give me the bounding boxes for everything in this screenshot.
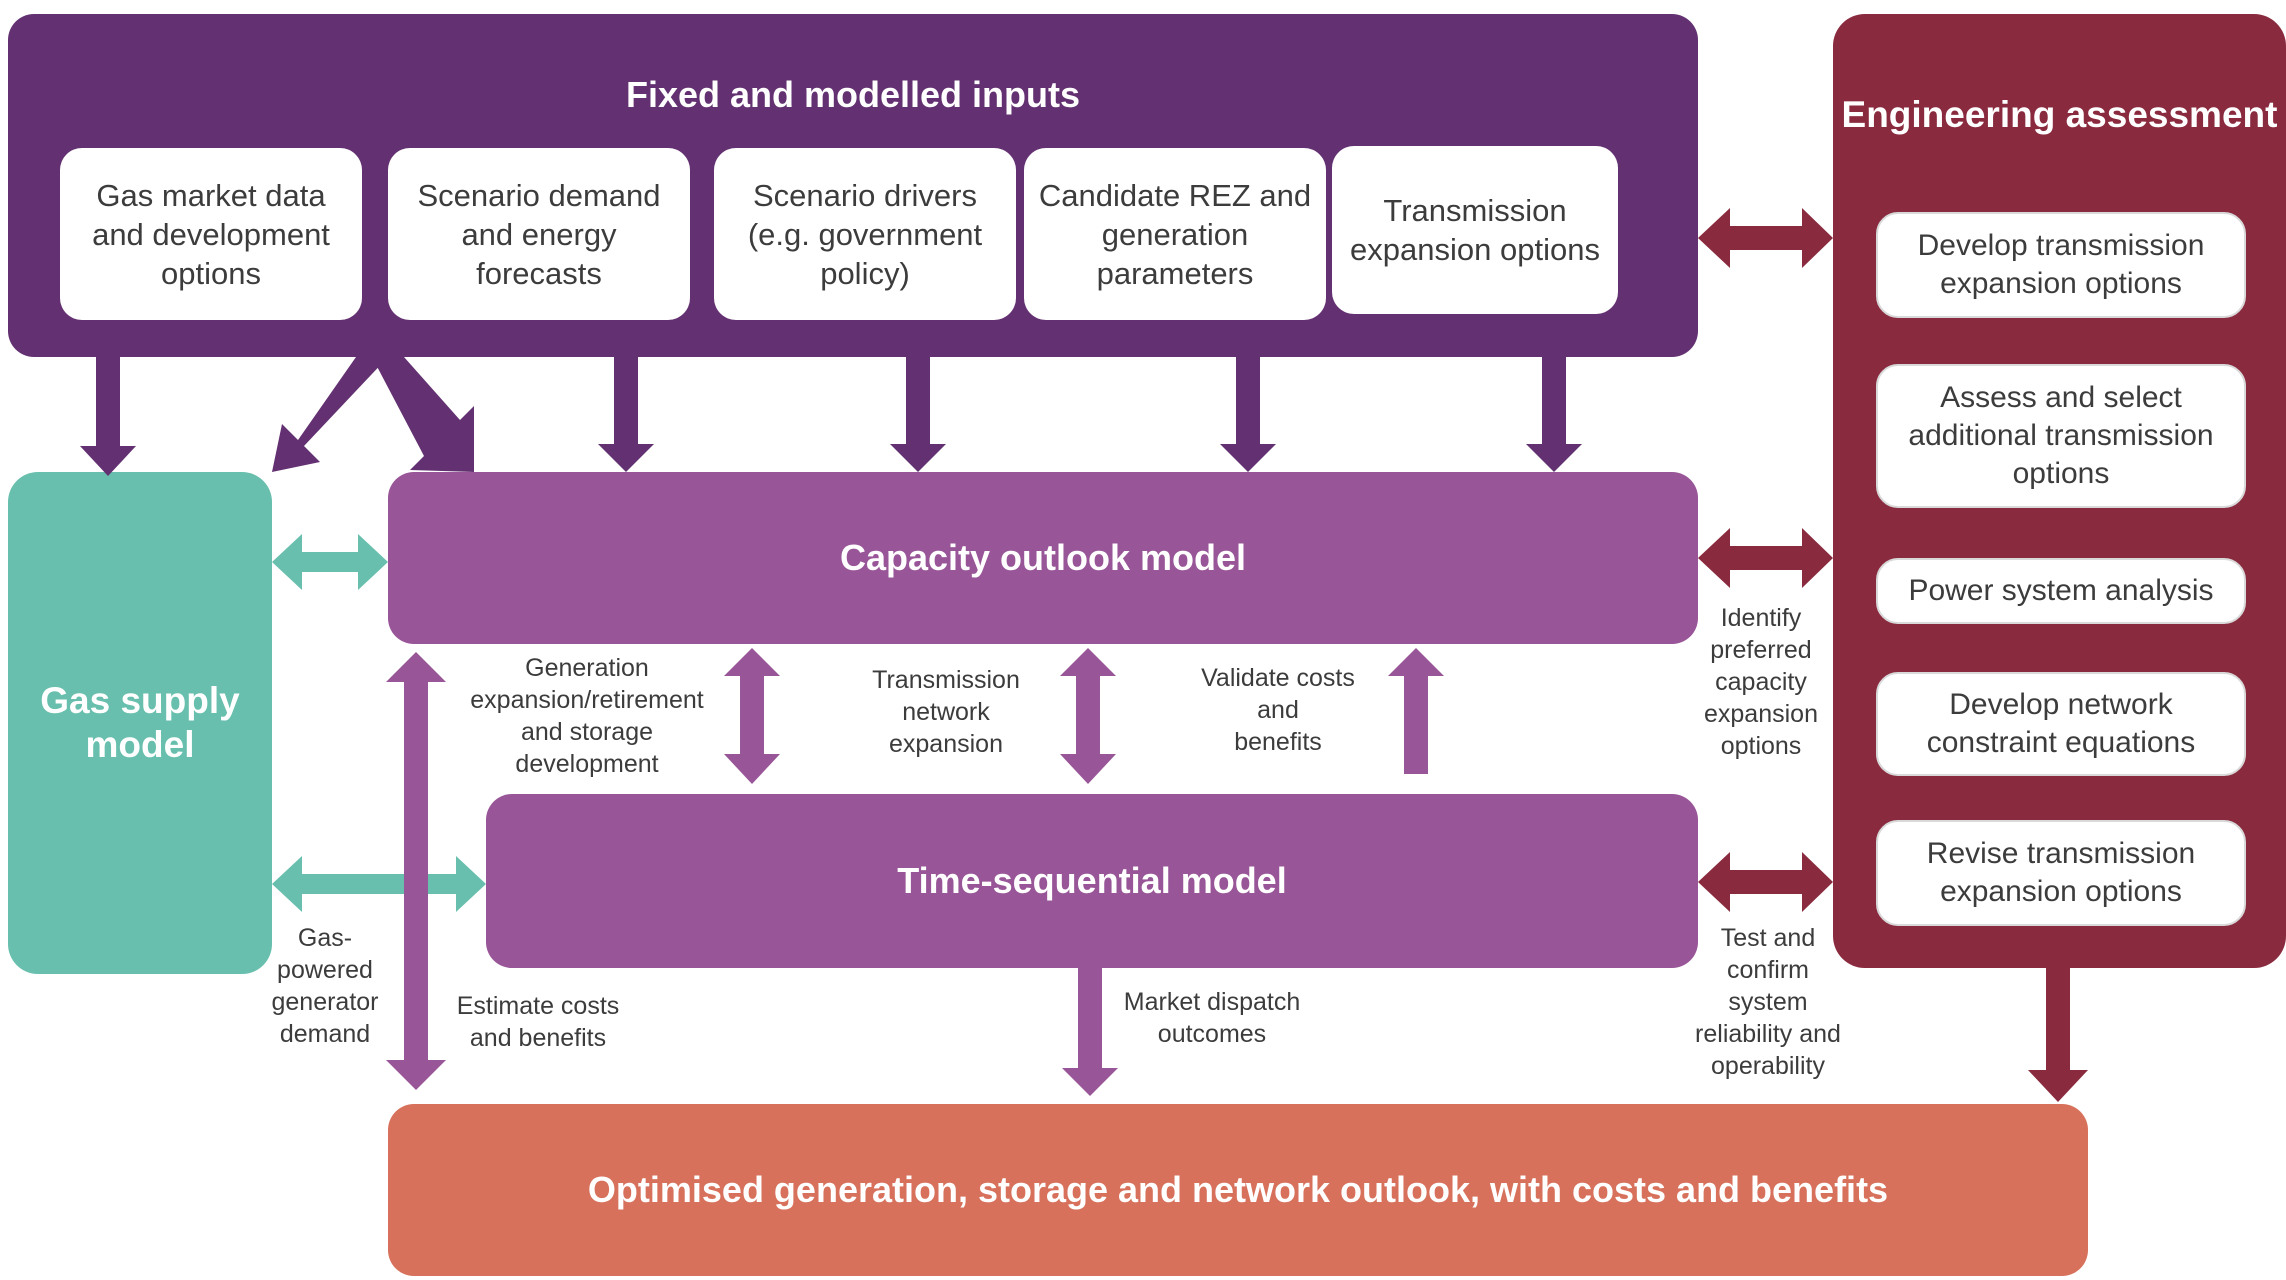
label-market-dispatch: Market dispatch outcomes: [1123, 988, 1301, 1048]
gas-supply-model-title: Gas supply model: [40, 680, 240, 765]
arrow-timeseq-to-outlook: [1062, 968, 1118, 1096]
arrow-inputs-to-capacity-4: [1526, 357, 1582, 472]
capacity-outlook-model-panel: Capacity outlook model: [388, 472, 1698, 644]
time-sequential-model-panel: Time-sequential model: [486, 794, 1698, 968]
fixed-inputs-title: Fixed and modelled inputs: [625, 74, 1081, 115]
arrow-transmission-bidirectional: [1060, 648, 1116, 784]
label-generation-expansion: Generation expansion/retirement and stor…: [470, 654, 704, 778]
label-gas-powered-demand: Gas- powered generator demand: [271, 924, 379, 1048]
capacity-outlook-model-title: Capacity outlook model: [839, 537, 1247, 578]
arrow-capacity-engineering: [1698, 528, 1833, 588]
eng-card-develop-transmission: Develop transmission expansion options: [1876, 212, 2246, 318]
input-card-scenario-demand: Scenario demand and energy forecasts: [388, 148, 690, 320]
eng-card-revise-transmission: Revise transmission expansion options: [1876, 820, 2246, 926]
arrow-inputs-to-capacity-1: [598, 357, 654, 472]
arrow-inputs-to-gas-diagonal: [272, 357, 388, 472]
label-test-confirm: Test and confirm system reliability and …: [1695, 924, 1841, 1080]
arrow-inputs-engineering: [1698, 208, 1833, 268]
label-transmission-network-expansion: Transmission network expansion: [872, 666, 1020, 758]
arrow-gas-timeseq: [272, 856, 486, 912]
input-card-candidate-rez: Candidate REZ and generation parameters: [1024, 148, 1326, 320]
eng-card-power-system-analysis: Power system analysis: [1876, 558, 2246, 624]
arrow-inputs-to-capacity-2: [890, 357, 946, 472]
eng-card-network-constraints: Develop network constraint equations: [1876, 672, 2246, 776]
time-sequential-model-title: Time-sequential model: [897, 860, 1287, 901]
gas-supply-model-panel: Gas supply model: [8, 472, 272, 974]
label-estimate-costs: Estimate costs and benefits: [456, 992, 620, 1052]
optimised-outlook-panel: Optimised generation, storage and networ…: [388, 1104, 2088, 1276]
arrow-validate-costs-up: [1388, 648, 1444, 774]
eng-card-assess-select: Assess and select additional transmissio…: [1876, 364, 2246, 508]
arrow-capacity-outlook-bidirectional: [386, 652, 446, 1090]
arrow-timeseq-engineering: [1698, 852, 1833, 912]
label-validate-costs: Validate costs and benefits: [1201, 664, 1355, 756]
label-identify-preferred: Identify preferred capacity expansion op…: [1704, 604, 1818, 760]
optimised-outlook-title: Optimised generation, storage and networ…: [587, 1169, 1889, 1210]
arrow-inputs-to-capacity-diagonal: [372, 357, 474, 472]
arrow-inputs-to-gas: [80, 357, 136, 476]
engineering-assessment-title: Engineering assessment: [1841, 94, 2278, 135]
input-card-transmission-options: Transmission expansion options: [1332, 146, 1618, 314]
arrow-gas-capacity: [272, 534, 388, 590]
arrow-engineering-to-outlook: [2028, 968, 2088, 1102]
input-card-scenario-drivers: Scenario drivers (e.g. government policy…: [714, 148, 1016, 320]
arrow-inputs-to-capacity-3: [1220, 357, 1276, 472]
arrow-gen-expansion-bidirectional: [724, 648, 780, 784]
input-card-gas-market: Gas market data and development options: [60, 148, 362, 320]
